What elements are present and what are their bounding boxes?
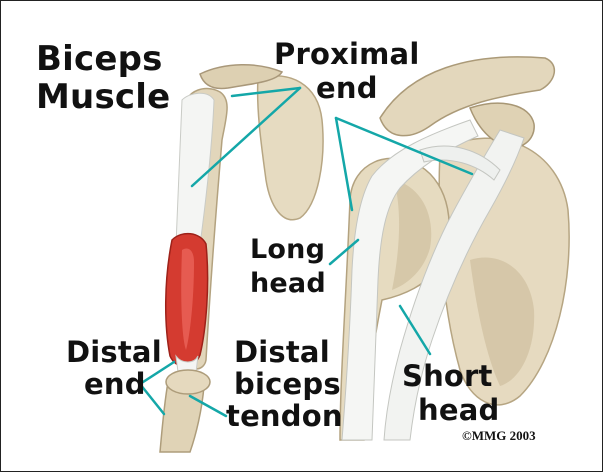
copyright-notice: ©MMG 2003 (462, 428, 536, 444)
distal-tendon-label-line-2: biceps (234, 370, 341, 399)
short-head-label-line-1: Short (402, 362, 493, 391)
title-line-1: Biceps (36, 42, 163, 76)
distal-end-label-line-1: Distal (66, 338, 162, 367)
distal-tendon-label-line-1: Distal (234, 338, 330, 367)
proximal-label-line-2: end (316, 74, 378, 103)
proximal-label-line-1: Proximal (274, 40, 419, 69)
long-head-label-line-1: Long (250, 236, 325, 263)
proximal-leader-3 (336, 118, 352, 210)
short-head-label-line-2: head (418, 396, 499, 425)
left-elbow (166, 370, 210, 394)
distal-tendon-label-line-3: tendon (226, 402, 343, 431)
long-head-label-line-2: head (250, 270, 326, 297)
title-line-2: Muscle (36, 80, 170, 114)
distal-end-label-line-2: end (84, 370, 146, 399)
